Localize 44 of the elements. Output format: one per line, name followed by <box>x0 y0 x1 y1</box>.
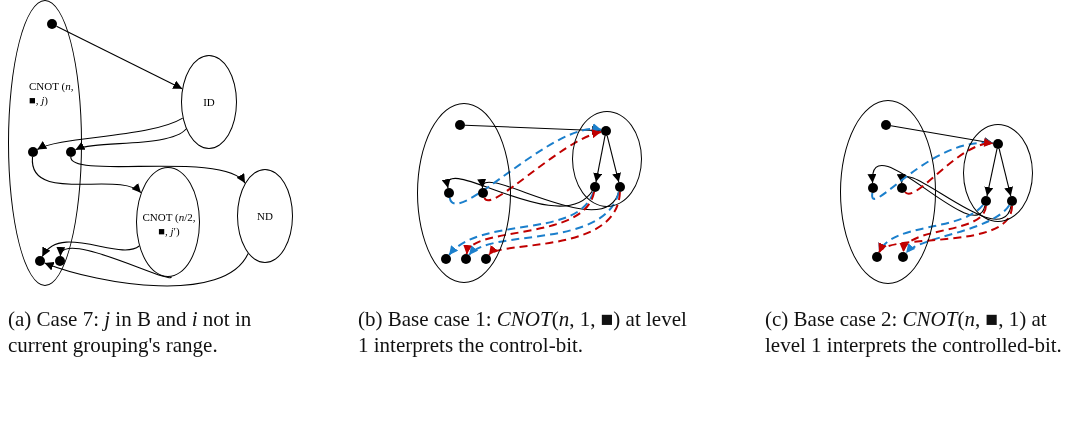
dashed-arrow <box>878 205 1013 254</box>
arrow <box>593 135 606 183</box>
arrow <box>55 25 183 90</box>
dot-node <box>880 119 891 130</box>
dot-node <box>871 251 882 262</box>
figure-caption: (a) Case 7: j in B and i not in current grouping's range. <box>8 306 253 358</box>
node-label: ND <box>257 209 273 223</box>
dot-node <box>27 146 38 157</box>
arrow <box>59 245 172 279</box>
node-label: ID <box>203 95 215 109</box>
arrow <box>74 128 187 152</box>
dot-node <box>897 251 908 262</box>
dot-node <box>980 195 991 206</box>
dashed-arrow <box>904 139 994 195</box>
dot-node <box>896 182 907 193</box>
dot-node <box>600 125 611 136</box>
arrow <box>70 156 246 184</box>
dot-node <box>454 119 465 130</box>
dot-node <box>65 146 76 157</box>
dot-node <box>34 255 45 266</box>
arrow <box>998 148 1013 197</box>
dot-node <box>992 138 1003 149</box>
arrow <box>606 135 621 183</box>
arrow <box>44 252 249 287</box>
figure-caption: (c) Base case 2: CNOT(n, ■, 1) at level 1 interprets the controlled-bit. <box>765 306 1063 358</box>
dot-node <box>460 253 471 264</box>
arrow <box>868 165 986 216</box>
node-label: CNOT (n, ■, j) <box>29 79 75 107</box>
arrow <box>41 241 140 258</box>
node-label: CNOT (n/2, ■, j′) <box>141 210 197 238</box>
dot-node <box>867 182 878 193</box>
arrow <box>984 148 998 197</box>
dashed-arrow <box>871 138 994 200</box>
dot-node <box>46 18 57 29</box>
figure-caption: (b) Base case 1: CNOT(n, 1, ■) at level 1 interprets the control-bit. <box>358 306 688 358</box>
arrow <box>36 117 184 151</box>
dot-node <box>480 253 491 264</box>
arrow <box>31 156 142 194</box>
dot-node <box>440 253 451 264</box>
dashed-arrow <box>901 205 987 253</box>
arrow <box>899 173 1012 220</box>
dot-node <box>54 255 65 266</box>
dot-node <box>443 187 454 198</box>
dot-node <box>1006 195 1017 206</box>
